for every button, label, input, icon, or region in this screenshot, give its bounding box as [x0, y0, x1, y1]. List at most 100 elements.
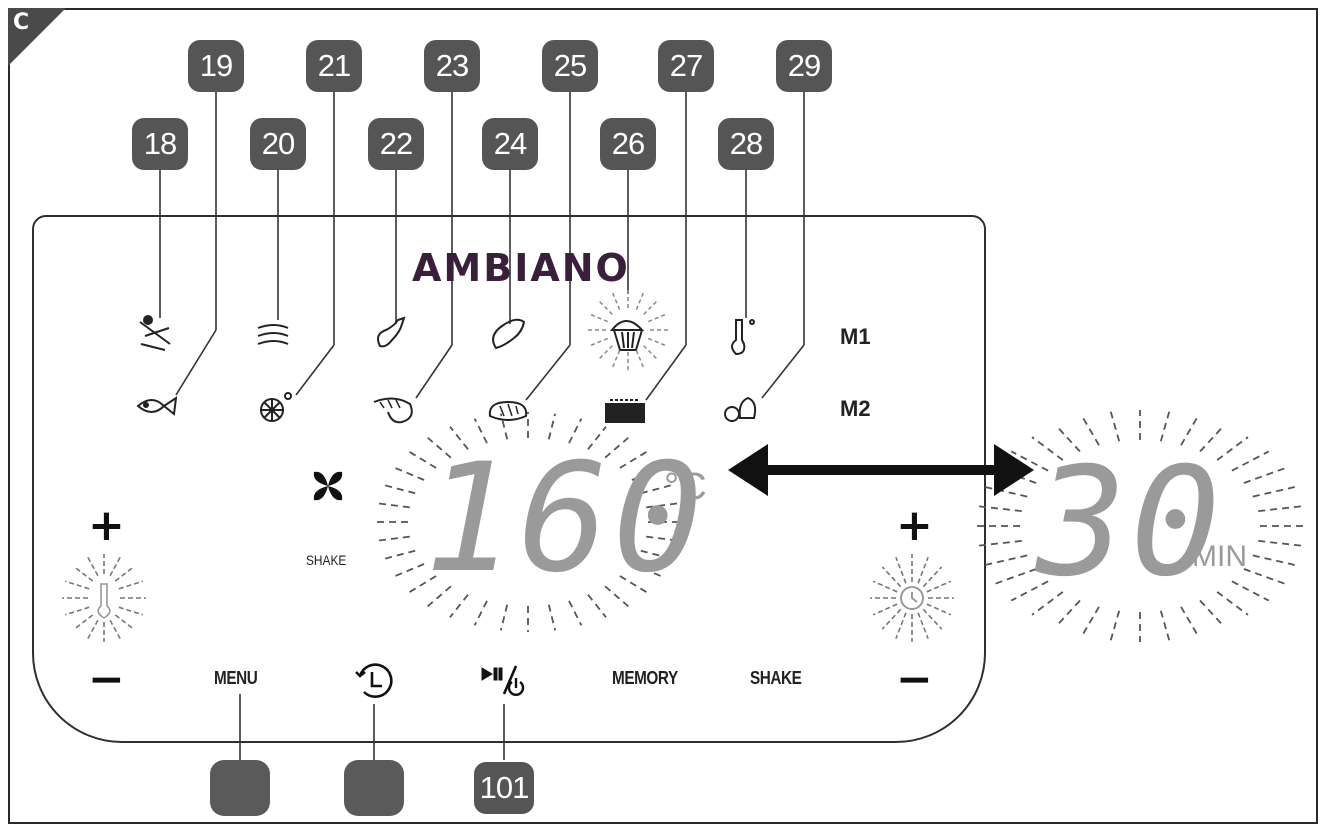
glow-ray	[1258, 505, 1306, 512]
glow-ray	[1258, 540, 1306, 547]
glow-ray	[881, 566, 902, 588]
double-arrow-icon	[728, 444, 1034, 496]
glow-ray	[381, 483, 416, 495]
glow-ray	[1243, 568, 1286, 585]
glow-ray	[64, 606, 90, 616]
glow-ray	[587, 426, 607, 450]
glow-ray	[1109, 610, 1121, 641]
glow-ray	[568, 600, 583, 626]
glow-ray	[599, 301, 613, 315]
glow-ray	[500, 413, 509, 440]
glow-ray	[449, 426, 469, 450]
callout-21: 21	[306, 40, 362, 92]
shake-button[interactable]: SHAKE	[750, 668, 802, 688]
time-minus-button[interactable]: −	[896, 654, 933, 705]
glow-ray	[599, 345, 613, 359]
temperature-minus-button[interactable]: −	[88, 654, 125, 705]
glow-ray	[917, 557, 929, 584]
fries-icon	[139, 315, 171, 351]
glow-ray	[590, 314, 608, 323]
glow-ray	[408, 450, 437, 469]
glow-ray	[895, 557, 907, 584]
glow-ray	[1081, 416, 1100, 446]
glow-ray	[392, 563, 425, 578]
glow-ray	[981, 485, 1028, 498]
glow-ray	[1216, 436, 1249, 461]
glow-ray	[374, 535, 410, 542]
temperature-display: 160	[424, 432, 707, 606]
figure-frame	[8, 8, 1318, 824]
glow-ray	[917, 612, 929, 639]
leader-21b	[295, 344, 335, 396]
glow-ray	[1216, 591, 1249, 616]
glow-ray	[73, 566, 94, 582]
glow-ray	[926, 603, 952, 616]
glow-ray	[374, 502, 410, 509]
toast-icon	[605, 399, 645, 423]
callout-29: 29	[776, 40, 832, 92]
glow-ray	[619, 575, 648, 594]
callout-101: 101	[474, 762, 534, 814]
glow-ray	[590, 337, 608, 346]
glow-ray	[631, 466, 664, 481]
glow-ray	[1243, 467, 1286, 484]
glow-ray	[114, 566, 135, 582]
time-plus-button[interactable]: +	[896, 500, 933, 551]
glow-ray	[427, 437, 452, 459]
leader-lines	[159, 92, 805, 760]
glow-ray	[1252, 485, 1299, 498]
leader-29b	[761, 344, 805, 399]
callout-28: 28	[718, 118, 774, 170]
callout-20: 20	[250, 118, 306, 170]
glow-ray	[500, 604, 509, 631]
cupcake-icon	[609, 320, 645, 351]
memory-button[interactable]: MEMORY	[612, 668, 678, 688]
shrimp-icon	[373, 397, 413, 424]
glow-ray	[981, 554, 1028, 567]
glow-ray	[974, 540, 1022, 547]
glow-ray	[109, 556, 121, 577]
glow-ray	[619, 450, 648, 469]
vegetables-icon	[724, 396, 757, 422]
callout-25: 25	[542, 40, 598, 92]
glow-ray	[1180, 416, 1199, 446]
glow-ray	[118, 606, 144, 616]
glow-ray	[87, 619, 99, 640]
mode-m2[interactable]: M2	[840, 396, 871, 421]
glow-ray	[1081, 606, 1100, 636]
glow-ray	[872, 580, 898, 593]
time-display: 30	[1036, 436, 1225, 610]
glow-ray	[1231, 580, 1270, 602]
leader-19b	[175, 329, 217, 396]
glow-ray	[648, 314, 666, 323]
glow-ray	[118, 580, 144, 590]
menu-button[interactable]: MENU	[214, 668, 258, 688]
callout-22: 22	[368, 118, 424, 170]
glow-ray	[381, 549, 416, 561]
glow-ray	[612, 292, 621, 310]
bacon-icon	[257, 324, 289, 345]
bread-icon	[488, 400, 528, 421]
leader-27b	[645, 344, 687, 401]
glow-ray	[408, 575, 437, 594]
glow-ray	[1055, 599, 1081, 628]
glow-ray	[1010, 580, 1049, 602]
glow-ray	[109, 619, 121, 640]
glow-ray	[1199, 424, 1225, 453]
glow-ray	[974, 505, 1022, 512]
play-pause-power-icon	[481, 665, 525, 696]
glow-ray	[1199, 599, 1225, 628]
brand-logo: AMBIANO	[412, 246, 630, 290]
glow-ray	[1252, 554, 1299, 567]
glow-ray	[994, 568, 1037, 585]
glow-ray	[473, 600, 488, 626]
temperature-plus-button[interactable]: +	[88, 500, 125, 551]
glow-ray	[1031, 591, 1064, 616]
mode-m1[interactable]: M1	[840, 324, 871, 349]
glow-ray	[87, 556, 99, 577]
glow-ray	[547, 604, 556, 631]
drumstick-icon	[377, 316, 406, 348]
glow-ray	[1010, 450, 1049, 472]
glow-ray	[881, 608, 902, 630]
